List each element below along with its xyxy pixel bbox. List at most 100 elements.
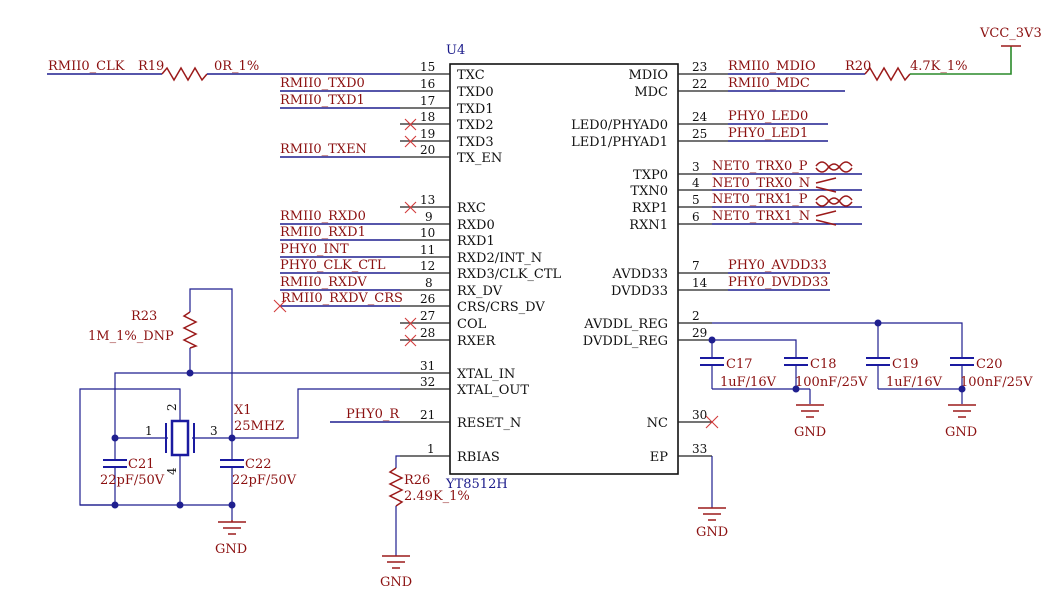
wire-dvddl	[712, 339, 797, 358]
net-label-led1: PHY0_LED1	[728, 126, 808, 141]
gnd-label: GND	[945, 425, 977, 440]
net-label-int: PHY0_INT	[280, 242, 349, 257]
wire-vcc	[910, 46, 1012, 75]
c20-ref: C20	[976, 357, 1003, 372]
r23-ref: R23	[131, 309, 157, 324]
net-label-trx1-p: NET0_TRX1_P	[712, 192, 808, 207]
noconnect-icon	[705, 415, 719, 429]
net-label-rxdv: RMII0_RXDV	[280, 275, 367, 290]
r26-ref: R26	[404, 473, 430, 488]
pin-num: 26	[420, 292, 435, 306]
x1-pin4-num: 4	[165, 467, 179, 475]
ground-icon	[948, 404, 976, 418]
pin-num: 13	[420, 193, 435, 207]
c22-capacitor	[220, 438, 244, 505]
noconnect-icon	[404, 118, 417, 347]
pin-num: 19	[420, 127, 435, 141]
r20-resistor	[864, 66, 911, 82]
pin-name: RXD3/CLK_CTL	[457, 267, 562, 282]
c21-value: 22pF/50V	[100, 473, 165, 488]
junction-dot	[176, 501, 184, 509]
pin-num: 5	[692, 193, 700, 207]
c19-ref: C19	[892, 357, 919, 372]
pin-num: 32	[420, 375, 435, 389]
ground-icon	[382, 555, 410, 569]
wire-xtal-in	[114, 372, 400, 438]
crystal-x1	[165, 398, 195, 505]
net-label-rxd1: RMII0_RXD1	[280, 225, 366, 240]
pin-name: DVDDL_REG	[583, 334, 668, 349]
net-label-txd0: RMII0_TXD0	[280, 76, 365, 91]
u4-ref: U4	[446, 43, 465, 58]
pin-name: TXN0	[630, 184, 668, 199]
pin-name: XTAL_IN	[457, 367, 515, 382]
net-label-trx0-p: NET0_TRX0_P	[712, 159, 808, 174]
net-label-txen: RMII0_TXEN	[280, 142, 367, 157]
pin-num: 22	[692, 77, 707, 91]
pin-num: 27	[420, 309, 435, 323]
pin-num: 9	[425, 210, 433, 224]
c19-capacitor	[866, 357, 890, 389]
pin-name: CRS/CRS_DV	[457, 300, 545, 315]
gnd-label: GND	[794, 425, 826, 440]
junction-dot	[228, 501, 236, 509]
net-label-rmii0-clk: RMII0_CLK	[48, 59, 125, 74]
wire-xtal-out	[232, 388, 400, 439]
gnd-label: GND	[380, 575, 412, 590]
gnd-label: GND	[696, 525, 728, 540]
pin-name: LED1/PHYAD1	[571, 135, 668, 150]
pin-name: TXD0	[457, 85, 494, 100]
pin-name: AVDDL_REG	[583, 317, 668, 332]
pin-num: 23	[692, 60, 707, 74]
pin-name: COL	[457, 317, 487, 332]
wire-avddl	[712, 322, 963, 358]
r26-value: 2.49K_1%	[404, 489, 470, 504]
pin-name: TXC	[457, 68, 485, 83]
left-pin-stubs	[400, 73, 450, 457]
pin-num: 21	[420, 408, 435, 422]
c21-ref: C21	[128, 457, 155, 472]
pin-num: 24	[692, 110, 708, 124]
c22-value: 22pF/50V	[232, 473, 297, 488]
net-label-led0: PHY0_LED0	[728, 109, 808, 124]
c20-value: 100nF/25V	[960, 375, 1033, 390]
x1-pin1-num: 1	[145, 424, 153, 438]
net-label-clkctl: PHY0_CLK_CTL	[280, 258, 386, 273]
net-label-trx0-n: NET0_TRX0_N	[712, 176, 810, 191]
r19-resistor	[161, 66, 208, 82]
x1-pin2-num: 2	[165, 403, 179, 411]
pin-num: 16	[420, 77, 435, 91]
r20-value: 4.7K_1%	[910, 59, 968, 74]
pin-num: 1	[427, 442, 435, 456]
r23-resistor	[182, 311, 198, 349]
pin-name: MDIO	[628, 68, 668, 83]
net-label-trx1-n: NET0_TRX1_N	[712, 209, 810, 224]
pin-name: RXP1	[632, 201, 668, 216]
pin-num: 6	[692, 210, 700, 224]
pin-num: 31	[420, 359, 435, 373]
junction-dot	[874, 319, 882, 327]
pin-name: RBIAS	[457, 450, 500, 465]
pin-name: MDC	[634, 85, 668, 100]
pin-num: 12	[420, 259, 435, 273]
ground-icon	[698, 507, 726, 521]
pin-num: 15	[420, 60, 435, 74]
u4-part: YT8512H	[445, 477, 508, 492]
pin-num: 2	[692, 309, 700, 323]
pin-name: AVDD33	[611, 267, 668, 282]
ground-icon	[218, 520, 246, 535]
pin-num: 20	[420, 143, 435, 157]
left-pin-names: TXC TXD0 TXD1 TXD2 TXD3 TX_EN RXC RXD0 R…	[457, 68, 562, 465]
vcc-label: VCC_3V3	[979, 26, 1042, 41]
pin-num: 33	[692, 442, 707, 456]
pin-name: RXD2/INT_N	[457, 251, 542, 266]
pin-num: 3	[692, 160, 700, 174]
pin-num: 4	[692, 176, 700, 190]
right-pin-numbers: 23 22 24 25 3 4 5 6 7 14 2 29 30 33	[692, 60, 708, 456]
pin-name: TX_EN	[457, 151, 502, 166]
u4-body	[449, 63, 679, 475]
junction-dot	[186, 369, 194, 377]
pin-name: EP	[650, 450, 668, 465]
ground-icon	[796, 404, 824, 418]
